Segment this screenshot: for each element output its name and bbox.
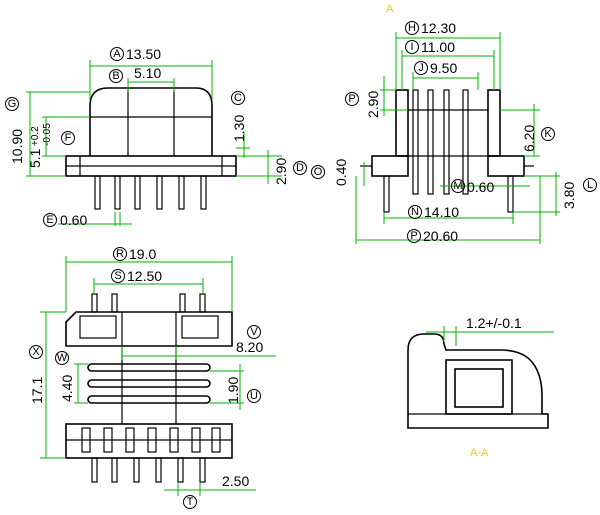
dim-V: V 8.20 <box>236 325 263 355</box>
svg-text:S: S <box>114 270 121 282</box>
svg-text:R: R <box>116 248 124 260</box>
bottom-dimension-lines <box>40 256 276 496</box>
bottom-view-rib-2 <box>87 379 211 388</box>
svg-text:2.90: 2.90 <box>273 158 289 185</box>
svg-text:G: G <box>8 98 17 110</box>
svg-text:J: J <box>418 62 424 74</box>
dim-H: H 12.30 <box>405 20 456 36</box>
dim-F: F 5.1 +0.2 -0.05 <box>27 123 75 168</box>
svg-text:M: M <box>453 180 462 192</box>
dim-T: T 2.50 <box>183 473 249 509</box>
svg-text:5.1: 5.1 <box>27 148 43 168</box>
svg-text:T: T <box>187 496 194 508</box>
svg-text:1.30: 1.30 <box>231 115 247 142</box>
svg-text:8.20: 8.20 <box>236 339 263 355</box>
svg-text:11.00: 11.00 <box>421 39 455 55</box>
bottom-view-rib-1 <box>87 363 211 372</box>
svg-text:L: L <box>587 179 593 191</box>
svg-text:0.60: 0.60 <box>467 179 494 195</box>
dim-A: A 13.50 <box>110 46 161 62</box>
dim-M: M 0.60 <box>451 179 494 195</box>
dim-L: L 3.80 <box>561 178 597 209</box>
dim-K: K 6.20 <box>521 125 555 152</box>
bottom-view: R 19.0 S 12.50 V 8.20 W 4.40 X 17.1 U 1.… <box>29 246 276 509</box>
front-view-pins <box>94 175 207 210</box>
dim-I: I 11.00 <box>405 39 455 55</box>
svg-text:13.50: 13.50 <box>126 46 161 62</box>
dim-D: D 2.90 <box>273 158 307 185</box>
svg-text:I: I <box>410 41 413 53</box>
section-wall-thickness: 1.2+/-0.1 <box>466 315 522 331</box>
front-view: A 13.50 B 5.10 C 1.30 D 2.90 E 0.60 F 5.… <box>5 46 307 228</box>
side-view: A <box>311 3 597 244</box>
svg-text:12.30: 12.30 <box>421 20 456 36</box>
bottom-view-top-flange <box>65 311 233 347</box>
dim-P: P 20.60 <box>407 228 458 244</box>
dim-U: U 1.90 <box>225 377 261 404</box>
svg-text:0.60: 0.60 <box>60 212 87 228</box>
svg-text:2.50: 2.50 <box>222 473 249 489</box>
svg-text:19.0: 19.0 <box>129 246 156 262</box>
svg-text:P: P <box>410 230 417 242</box>
side-view-right-flange <box>487 89 501 157</box>
svg-text:17.1: 17.1 <box>29 377 45 404</box>
bottom-view-rib-3 <box>87 395 211 404</box>
svg-text:O: O <box>314 166 323 178</box>
section-view: 1.2+/-0.1 A-A <box>407 315 554 459</box>
dim-X: X 17.1 <box>29 345 45 404</box>
dim-S: S 12.50 <box>111 268 162 284</box>
dim-W: W 4.40 <box>55 351 75 402</box>
svg-text:14.10: 14.10 <box>424 204 459 220</box>
svg-text:20.60: 20.60 <box>423 228 458 244</box>
dim-E: E 0.60 <box>43 212 87 228</box>
svg-text:5.10: 5.10 <box>134 65 161 81</box>
svg-text:V: V <box>250 326 258 338</box>
bottom-view-bottom-flange <box>65 423 233 459</box>
side-dimension-lines <box>355 32 560 244</box>
svg-text:2.90: 2.90 <box>365 91 381 118</box>
dim-B: B 5.10 <box>109 65 161 83</box>
section-core <box>454 368 504 408</box>
svg-text:B: B <box>112 70 119 82</box>
side-view-left-base <box>371 155 409 177</box>
section-core-window <box>445 359 513 415</box>
front-view-body <box>89 87 213 156</box>
svg-text:A: A <box>386 3 394 15</box>
svg-text:3.80: 3.80 <box>561 182 577 209</box>
svg-text:1.90: 1.90 <box>225 377 241 404</box>
side-view-left-flange <box>395 89 409 157</box>
svg-text:H: H <box>408 22 416 34</box>
dim-O: O 0.40 <box>311 159 349 186</box>
svg-text:A: A <box>113 48 121 60</box>
svg-text:12.50: 12.50 <box>127 268 162 284</box>
svg-text:D: D <box>296 162 304 174</box>
svg-text:10.90: 10.90 <box>9 129 25 164</box>
front-dimension-lines <box>26 60 282 226</box>
svg-text:U: U <box>250 390 258 402</box>
svg-text:9.50: 9.50 <box>430 60 457 76</box>
svg-text:+0.2: +0.2 <box>30 126 41 146</box>
dim-R: R 19.0 <box>113 246 156 262</box>
dim-N: N 14.10 <box>408 204 459 220</box>
svg-text:W: W <box>57 352 68 364</box>
svg-text:0.40: 0.40 <box>333 159 349 186</box>
svg-text:K: K <box>544 128 552 140</box>
svg-text:F: F <box>65 132 72 144</box>
svg-text:X: X <box>32 346 40 358</box>
svg-text:4.40: 4.40 <box>59 375 75 402</box>
svg-text:6.20: 6.20 <box>521 125 537 152</box>
svg-text:C: C <box>234 92 242 104</box>
dim-C: C 1.30 <box>231 91 247 142</box>
dim-J: J 9.50 <box>414 60 457 76</box>
dim-G: G 10.90 <box>5 97 25 164</box>
svg-text:N: N <box>411 206 419 218</box>
svg-text:-0.05: -0.05 <box>42 123 53 146</box>
svg-text:E: E <box>46 214 53 226</box>
side-view-right-base <box>487 155 525 177</box>
section-label: A-A <box>470 447 489 459</box>
svg-text:P: P <box>348 93 355 105</box>
dim-P2: P 2.90 <box>345 91 381 118</box>
section-outline <box>407 333 549 429</box>
